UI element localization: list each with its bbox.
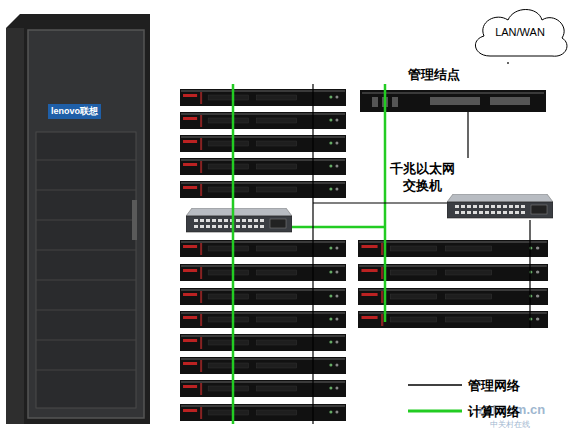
brand-logo: lenovo联想: [48, 104, 101, 119]
compute-wire: [232, 84, 235, 424]
compute-wire: [292, 226, 385, 229]
legend-label: 管理网络: [468, 378, 520, 393]
legend-line-sample: [408, 384, 462, 386]
management-server-body: [360, 90, 546, 112]
rack-body: [6, 14, 150, 424]
rack-side: [6, 28, 24, 424]
node-label: 管理结点: [408, 66, 498, 83]
compute-network-wires: [233, 84, 385, 424]
compute-server: [180, 181, 346, 198]
management-server-trim: [362, 92, 544, 94]
compute-server: [358, 311, 548, 328]
compute-server: [180, 380, 346, 397]
compute-server: [180, 240, 346, 257]
legend-entry: 管理网络: [468, 377, 520, 395]
management-server: [360, 90, 546, 112]
compute-server: [180, 264, 346, 281]
cloud-label: LAN/WAN: [468, 24, 572, 41]
management-wire: [312, 84, 313, 424]
management-server-bays: [372, 97, 530, 107]
rack-grille-lines: [36, 160, 136, 370]
rack-cabinet: [6, 14, 150, 424]
device-node: 管理结点: [360, 64, 548, 112]
device-node: 千兆以太网 交换机: [388, 158, 556, 222]
rack-handle: [132, 200, 137, 240]
compute-server: [180, 135, 346, 152]
management-network-wires: [313, 84, 530, 424]
ethernet-switch: [186, 208, 292, 232]
server-stack: [180, 89, 346, 421]
compute-server: [180, 288, 346, 305]
legend-entry: 计算网络: [468, 403, 520, 421]
server-stack: [358, 240, 548, 328]
compute-server: [180, 334, 346, 351]
node-label: 千兆以太网 交换机: [388, 160, 456, 194]
network-cloud: LAN/WAN: [468, 4, 572, 62]
compute-server: [180, 89, 346, 106]
compute-server: [180, 357, 346, 374]
compute-server: [180, 158, 346, 175]
compute-server: [180, 311, 346, 328]
compute-server: [180, 112, 346, 129]
legend-label: 计算网络: [468, 404, 520, 419]
compute-server: [358, 288, 548, 305]
management-wire: [313, 202, 447, 203]
legend-line-sample: [408, 410, 462, 413]
network-link: [467, 112, 468, 158]
compute-server: [358, 240, 548, 257]
rack-grille: [36, 132, 136, 408]
rack-door: [28, 30, 144, 418]
ethernet-switch: [447, 194, 553, 218]
compute-server: [180, 404, 346, 421]
compute-server: [358, 264, 548, 281]
watermark: 中关村在线: [490, 419, 530, 430]
management-wire: [529, 220, 530, 328]
network-link: [507, 62, 508, 64]
